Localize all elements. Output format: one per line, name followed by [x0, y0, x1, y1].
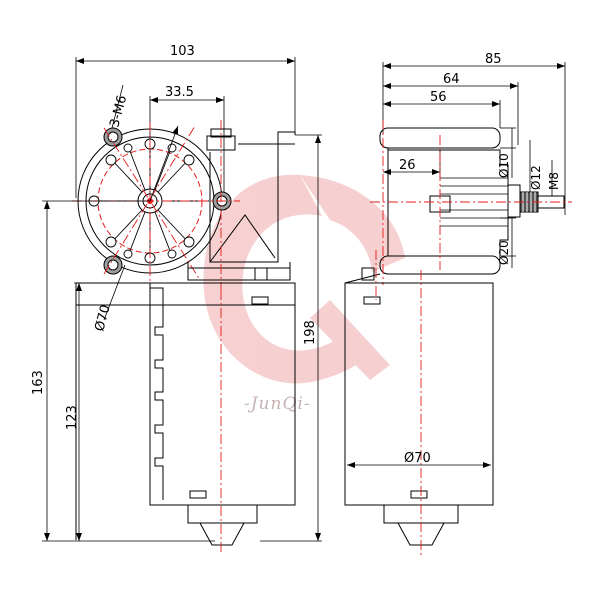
dim-hole-spacing-label: 33.5: [165, 85, 194, 100]
dim-d12-label: Ø12: [529, 165, 543, 190]
dim-motor-dia: Ø70: [347, 451, 491, 468]
mount-hole: [103, 255, 123, 275]
dim-56-label: 56: [430, 90, 447, 105]
dim-height-198-label: 198: [303, 320, 318, 345]
motor-body-side: [344, 250, 494, 555]
dim-d12: Ø12: [529, 140, 543, 192]
dim-height-body-label: 123: [65, 405, 80, 430]
dim-d20-label: Ø20: [497, 240, 511, 265]
dim-d10-label: Ø10: [497, 153, 511, 178]
dim-width-side: 85: [382, 52, 566, 215]
watermark-text: -JunQi-: [244, 394, 311, 414]
worm-housing: [187, 120, 296, 290]
dim-height-body: 123: [65, 282, 150, 541]
dim-motor-dia-label: Ø70: [404, 451, 431, 466]
dim-26: 26: [383, 150, 441, 178]
dim-flange-dia: Ø70: [92, 264, 126, 333]
dim-hole-spacing: 33.5: [149, 85, 225, 200]
dim-56: 56: [383, 90, 501, 128]
dim-width-side-label: 85: [485, 52, 502, 67]
motor-body-front: [75, 282, 296, 555]
watermark-logo: [203, 174, 405, 384]
dim-d20: Ø20: [497, 217, 516, 268]
dim-height-total: 163: [31, 200, 215, 542]
dim-width-front-label: 103: [170, 44, 195, 59]
dim-thread-label: M8: [547, 172, 561, 190]
dim-height-total-label: 163: [31, 370, 46, 395]
dim-flange-dia-label: Ø70: [92, 303, 113, 333]
side-gear-housing: [370, 120, 572, 285]
dim-width-front: 103: [75, 44, 296, 198]
mount-hole: [103, 127, 123, 147]
dim-26-label: 26: [399, 158, 416, 173]
dim-64: 64: [383, 72, 519, 145]
dim-thread: M8: [547, 160, 561, 196]
dim-d10: Ø10: [497, 127, 516, 178]
dim-holes-label: 3-M6: [107, 94, 130, 129]
dim-64-label: 64: [443, 72, 460, 87]
dim-height-198: 198: [260, 134, 322, 542]
